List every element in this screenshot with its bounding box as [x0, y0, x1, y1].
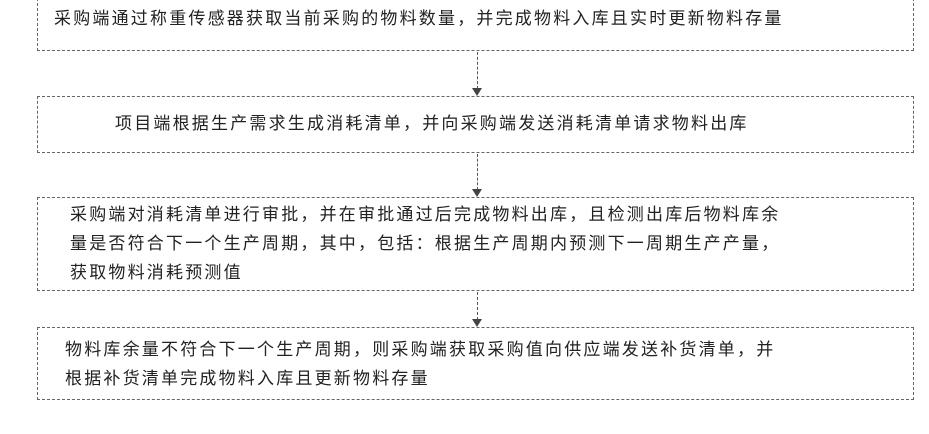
arrow-down-icon	[472, 319, 482, 327]
step-2-box: 项目端根据生产需求生成消耗清单，并向采购端发送消耗清单请求物料出库	[37, 96, 914, 153]
step-1-line-1: 采购端通过称重传感器获取当前采购的物料数量，并完成物料入库且实时更新物料存量	[54, 5, 784, 34]
arrow-shaft	[477, 154, 478, 190]
step-2-line-1: 项目端根据生产需求生成消耗清单，并向采购端发送消耗清单请求物料出库	[115, 110, 749, 139]
step-4-box: 物料库余量不符合下一个生产周期，则采购端获取采购值向供应端发送补货清单，并 根据…	[37, 327, 914, 400]
step-4-line-1: 物料库余量不符合下一个生产周期，则采购端获取采购值向供应端发送补货清单，并	[65, 336, 893, 365]
step-2-text: 项目端根据生产需求生成消耗清单，并向采购端发送消耗清单请求物料出库	[115, 110, 749, 139]
arrow-shaft	[477, 52, 478, 89]
step-3-line-3: 获取物料消耗预测值	[70, 259, 893, 288]
step-1-text: 采购端通过称重传感器获取当前采购的物料数量，并完成物料入库且实时更新物料存量	[54, 5, 784, 34]
flow-arrow-2	[472, 154, 484, 197]
step-4-line-2: 根据补货清单完成物料入库且更新物料存量	[65, 365, 893, 394]
flow-arrow-3	[472, 292, 484, 327]
flow-arrow-1	[472, 52, 484, 96]
step-1-box: 采购端通过称重传感器获取当前采购的物料数量，并完成物料入库且实时更新物料存量	[37, 0, 914, 51]
step-4-text: 物料库余量不符合下一个生产周期，则采购端获取采购值向供应端发送补货清单，并 根据…	[65, 336, 893, 394]
arrow-shaft	[477, 292, 478, 320]
step-3-text: 采购端对消耗清单进行审批，并在审批通过后完成物料出库，且检测出库后物料库余 量是…	[70, 201, 893, 288]
step-3-box: 采购端对消耗清单进行审批，并在审批通过后完成物料出库，且检测出库后物料库余 量是…	[37, 197, 914, 291]
step-3-line-1: 采购端对消耗清单进行审批，并在审批通过后完成物料出库，且检测出库后物料库余	[70, 201, 893, 230]
step-3-line-2: 量是否符合下一个生产周期，其中，包括：根据生产周期内预测下一周期生产产量，	[70, 230, 893, 259]
arrow-down-icon	[472, 189, 482, 197]
arrow-down-icon	[472, 88, 482, 96]
